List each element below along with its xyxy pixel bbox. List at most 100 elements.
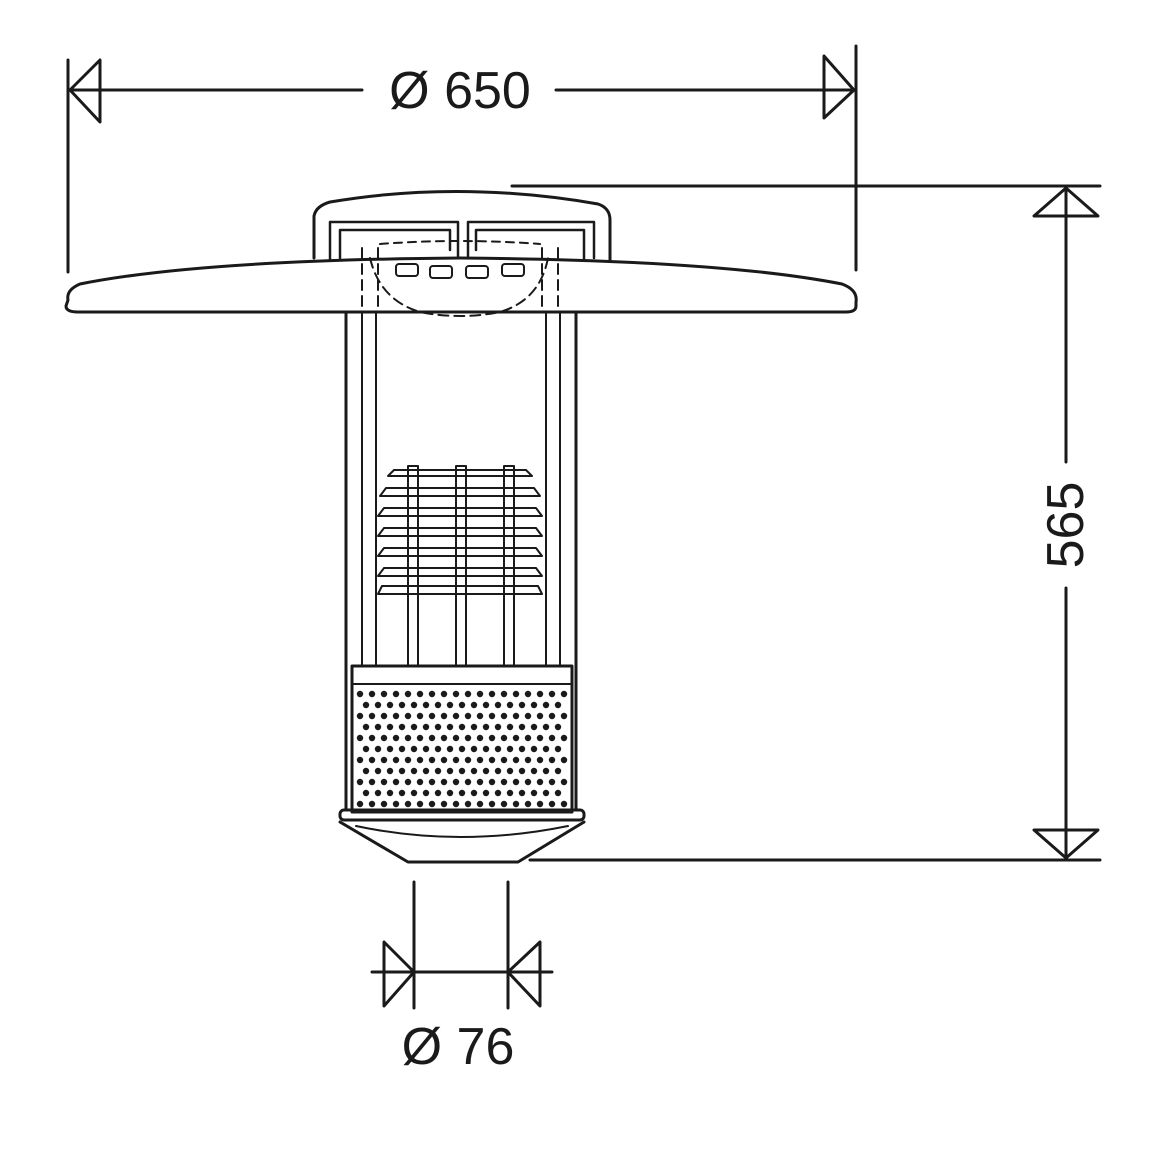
perforation-hole xyxy=(488,690,496,698)
perforation-hole xyxy=(488,778,496,786)
perforation-hole xyxy=(422,745,430,753)
perforation-hole xyxy=(464,690,472,698)
perforation-hole xyxy=(524,756,532,764)
perforation-hole xyxy=(554,723,562,731)
perforation-hole xyxy=(440,800,448,808)
perforation-hole xyxy=(398,789,406,797)
perforation-hole xyxy=(506,723,514,731)
perforation-hole xyxy=(404,712,412,720)
height-dimension-label: 565 xyxy=(1037,482,1095,569)
perforation-hole xyxy=(512,800,520,808)
perforation-hole xyxy=(548,778,556,786)
perforation-hole xyxy=(410,701,418,709)
perforation-hole xyxy=(524,778,532,786)
perforation-hole xyxy=(476,690,484,698)
perforation-hole xyxy=(428,734,436,742)
perforation-hole xyxy=(560,756,568,764)
perforation-hole xyxy=(356,778,364,786)
perforation-hole xyxy=(500,800,508,808)
perforation-hole xyxy=(506,745,514,753)
perforation-hole xyxy=(434,723,442,731)
perforation-hole xyxy=(554,745,562,753)
perforation-hole xyxy=(530,745,538,753)
perforation-hole xyxy=(554,767,562,775)
perforation-hole xyxy=(440,690,448,698)
perforation-hole xyxy=(548,756,556,764)
perforation-hole xyxy=(452,756,460,764)
perforation-hole xyxy=(464,712,472,720)
perforation-hole xyxy=(536,800,544,808)
perforation-hole xyxy=(506,767,514,775)
perforation-hole xyxy=(368,756,376,764)
perforation-hole xyxy=(434,745,442,753)
perforation-pattern xyxy=(356,690,568,808)
perforation-hole xyxy=(464,734,472,742)
tube xyxy=(344,310,578,812)
perforation-hole xyxy=(374,723,382,731)
perforation-hole xyxy=(386,701,394,709)
perforation-hole xyxy=(470,789,478,797)
perforation-hole xyxy=(494,723,502,731)
perforation-hole xyxy=(536,778,544,786)
perforation-hole xyxy=(368,778,376,786)
perforation-hole xyxy=(428,690,436,698)
width-dimension-label: Ø 650 xyxy=(389,62,531,120)
dimension-width: Ø 650 xyxy=(66,44,858,274)
perforation-hole xyxy=(404,756,412,764)
perforation-hole xyxy=(494,745,502,753)
perforation-hole xyxy=(512,734,520,742)
perforation-hole xyxy=(440,756,448,764)
perforation-hole xyxy=(548,800,556,808)
perforation-hole xyxy=(434,767,442,775)
arrowhead-left-icon xyxy=(68,58,102,124)
perforation-hole xyxy=(524,690,532,698)
perforation-hole xyxy=(524,800,532,808)
perforation-hole xyxy=(434,701,442,709)
perforation-hole xyxy=(452,778,460,786)
perforation-hole xyxy=(428,712,436,720)
perforation-hole xyxy=(404,690,412,698)
perforation-hole xyxy=(482,767,490,775)
product-outline xyxy=(64,189,858,864)
perforation-hole xyxy=(368,712,376,720)
dimension-height: 565 xyxy=(510,184,1102,862)
perforation-hole xyxy=(428,800,436,808)
perforation-hole xyxy=(500,712,508,720)
perforation-hole xyxy=(356,690,364,698)
perforation-hole xyxy=(440,734,448,742)
perforation-hole xyxy=(362,767,370,775)
perforation-hole xyxy=(458,789,466,797)
perforation-hole xyxy=(524,734,532,742)
perforation-hole xyxy=(524,712,532,720)
perforation-hole xyxy=(476,800,484,808)
perforation-hole xyxy=(488,734,496,742)
perforation-hole xyxy=(482,745,490,753)
perforation-hole xyxy=(476,734,484,742)
perforation-hole xyxy=(416,800,424,808)
perforation-hole xyxy=(464,778,472,786)
arrowhead-up-icon xyxy=(1032,186,1100,218)
perforation-hole xyxy=(398,745,406,753)
perforation-hole xyxy=(410,723,418,731)
perforation-hole xyxy=(416,712,424,720)
perforation-hole xyxy=(422,789,430,797)
perforation-hole xyxy=(428,778,436,786)
perforation-hole xyxy=(536,734,544,742)
perforation-hole xyxy=(560,690,568,698)
perforation-hole xyxy=(368,800,376,808)
bottom-dimension-label: Ø 76 xyxy=(402,1018,515,1076)
perforation-hole xyxy=(500,778,508,786)
perforation-hole xyxy=(458,723,466,731)
perforation-hole xyxy=(542,723,550,731)
perforation-hole xyxy=(452,734,460,742)
perforation-hole xyxy=(356,712,364,720)
perforation-hole xyxy=(536,756,544,764)
perforation-hole xyxy=(500,734,508,742)
perforation-hole xyxy=(518,701,526,709)
perforation-hole xyxy=(488,756,496,764)
perforation-hole xyxy=(362,701,370,709)
perforation-hole xyxy=(416,778,424,786)
perforation-hole xyxy=(452,800,460,808)
perforation-hole xyxy=(458,701,466,709)
perforation-hole xyxy=(470,723,478,731)
